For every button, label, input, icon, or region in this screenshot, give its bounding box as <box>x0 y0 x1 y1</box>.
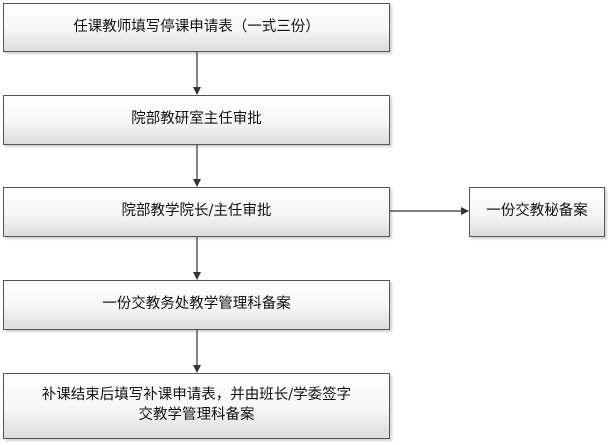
flow-step-dean-approval: 院部教学院长/主任审批 <box>3 187 390 237</box>
flow-step-academic-affairs-filing: 一份交教务处教学管理科备案 <box>3 280 390 330</box>
flow-side-step-secretary-filing: 一份交教秘备案 <box>469 187 605 237</box>
flow-step-teaching-office-approval: 院部教研室主任审批 <box>3 95 390 145</box>
flow-step-fill-suspension-form: 任课教师填写停课申请表（一式三份） <box>3 3 390 52</box>
flow-step-makeup-class-form: 补课结束后填写补课申请表，并由班长/学委签字 交教学管理科备案 <box>3 373 390 439</box>
